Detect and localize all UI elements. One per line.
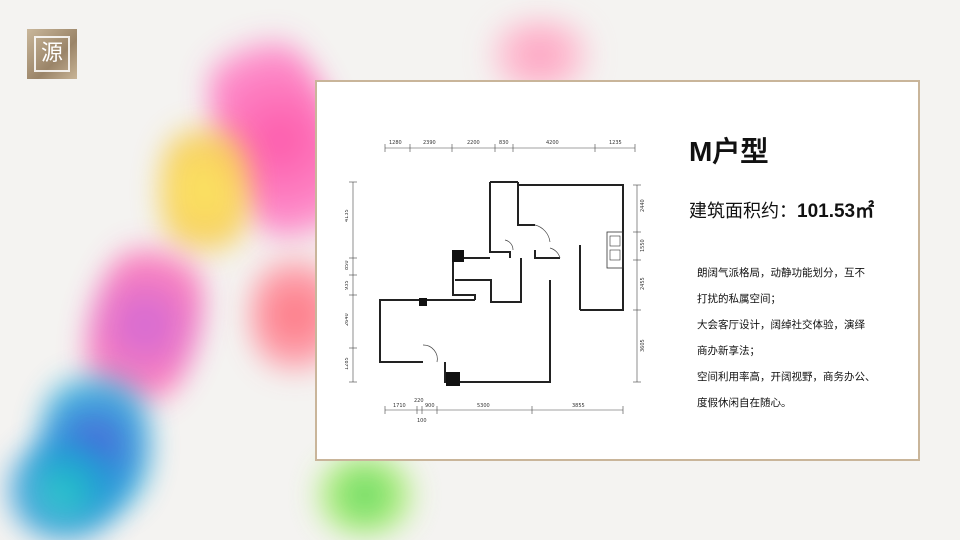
brand-logo-glyph: 源 bbox=[34, 36, 70, 72]
door-arcs bbox=[422, 224, 561, 363]
top-dimension-line bbox=[384, 144, 636, 152]
description: 朗阔气派格局，动静功能划分，互不 打扰的私属空间； 大会客厅设计，阔绰社交体验，… bbox=[697, 260, 907, 416]
swirl-cyan bbox=[5, 440, 125, 540]
right-dimension-line bbox=[633, 184, 641, 383]
description-line: 空间利用率高，开阔视野，商务办公、 bbox=[697, 371, 876, 383]
left-dim-3: 935 bbox=[345, 280, 350, 290]
description-line: 大会客厅设计，阔绰社交体验，演绎 bbox=[697, 319, 865, 331]
left-dimension-line bbox=[349, 181, 357, 383]
top-dim-5: 4200 bbox=[546, 140, 559, 146]
top-dim-2: 2390 bbox=[423, 140, 436, 146]
top-dim-1: 1280 bbox=[389, 140, 402, 146]
bottom-dim-1: 1710 bbox=[393, 403, 406, 409]
area-label: 建筑面积约： bbox=[689, 201, 797, 222]
column-3 bbox=[446, 372, 460, 386]
top-dim-4: 830 bbox=[499, 140, 509, 146]
stove-fixture bbox=[609, 249, 621, 261]
bottom-dim-3: 900 bbox=[425, 403, 435, 409]
bottom-dim-5: 3855 bbox=[572, 403, 585, 409]
left-dim-2: 850 bbox=[345, 260, 350, 270]
top-dim-6: 1235 bbox=[609, 140, 622, 146]
right-dim-4: 3605 bbox=[640, 339, 645, 352]
left-dim-5: 1285 bbox=[345, 357, 350, 370]
left-dim-4: 2640 bbox=[345, 313, 350, 326]
left-dim-1: 4135 bbox=[345, 209, 350, 222]
column-1 bbox=[452, 250, 464, 262]
right-dim-1: 2440 bbox=[640, 199, 645, 212]
bottom-dim-4: 5300 bbox=[477, 403, 490, 409]
bottom-sub-dim: 100 bbox=[417, 418, 427, 424]
sink-fixture bbox=[609, 235, 621, 247]
swirl-green bbox=[310, 455, 420, 535]
swirl-pink-right bbox=[480, 20, 600, 90]
area-value: 101.53㎡ bbox=[797, 201, 875, 222]
bottom-dim-2: 220 bbox=[414, 398, 424, 404]
description-line: 商办新享法； bbox=[697, 345, 760, 357]
top-dim-3: 2200 bbox=[467, 140, 480, 146]
walls bbox=[379, 181, 624, 383]
right-dim-3: 2455 bbox=[640, 277, 645, 290]
area-line: 建筑面积约：101.53㎡ bbox=[689, 196, 874, 223]
bottom-dimension-line bbox=[384, 406, 624, 414]
column-2 bbox=[419, 298, 427, 306]
description-line: 打扰的私属空间； bbox=[697, 293, 781, 305]
right-dim-2: 1550 bbox=[640, 239, 645, 252]
description-line: 朗阔气派格局，动静功能划分，互不 bbox=[697, 267, 865, 279]
unit-title: M户型 bbox=[689, 136, 769, 167]
brand-logo: 源 bbox=[27, 29, 77, 79]
description-line: 度假休闲自在随心。 bbox=[697, 397, 792, 409]
floor-plan: 1280 2390 2200 830 4200 1235 bbox=[345, 140, 645, 424]
balcony-fixture bbox=[606, 231, 624, 269]
unit-card: 1280 2390 2200 830 4200 1235 bbox=[315, 80, 920, 461]
